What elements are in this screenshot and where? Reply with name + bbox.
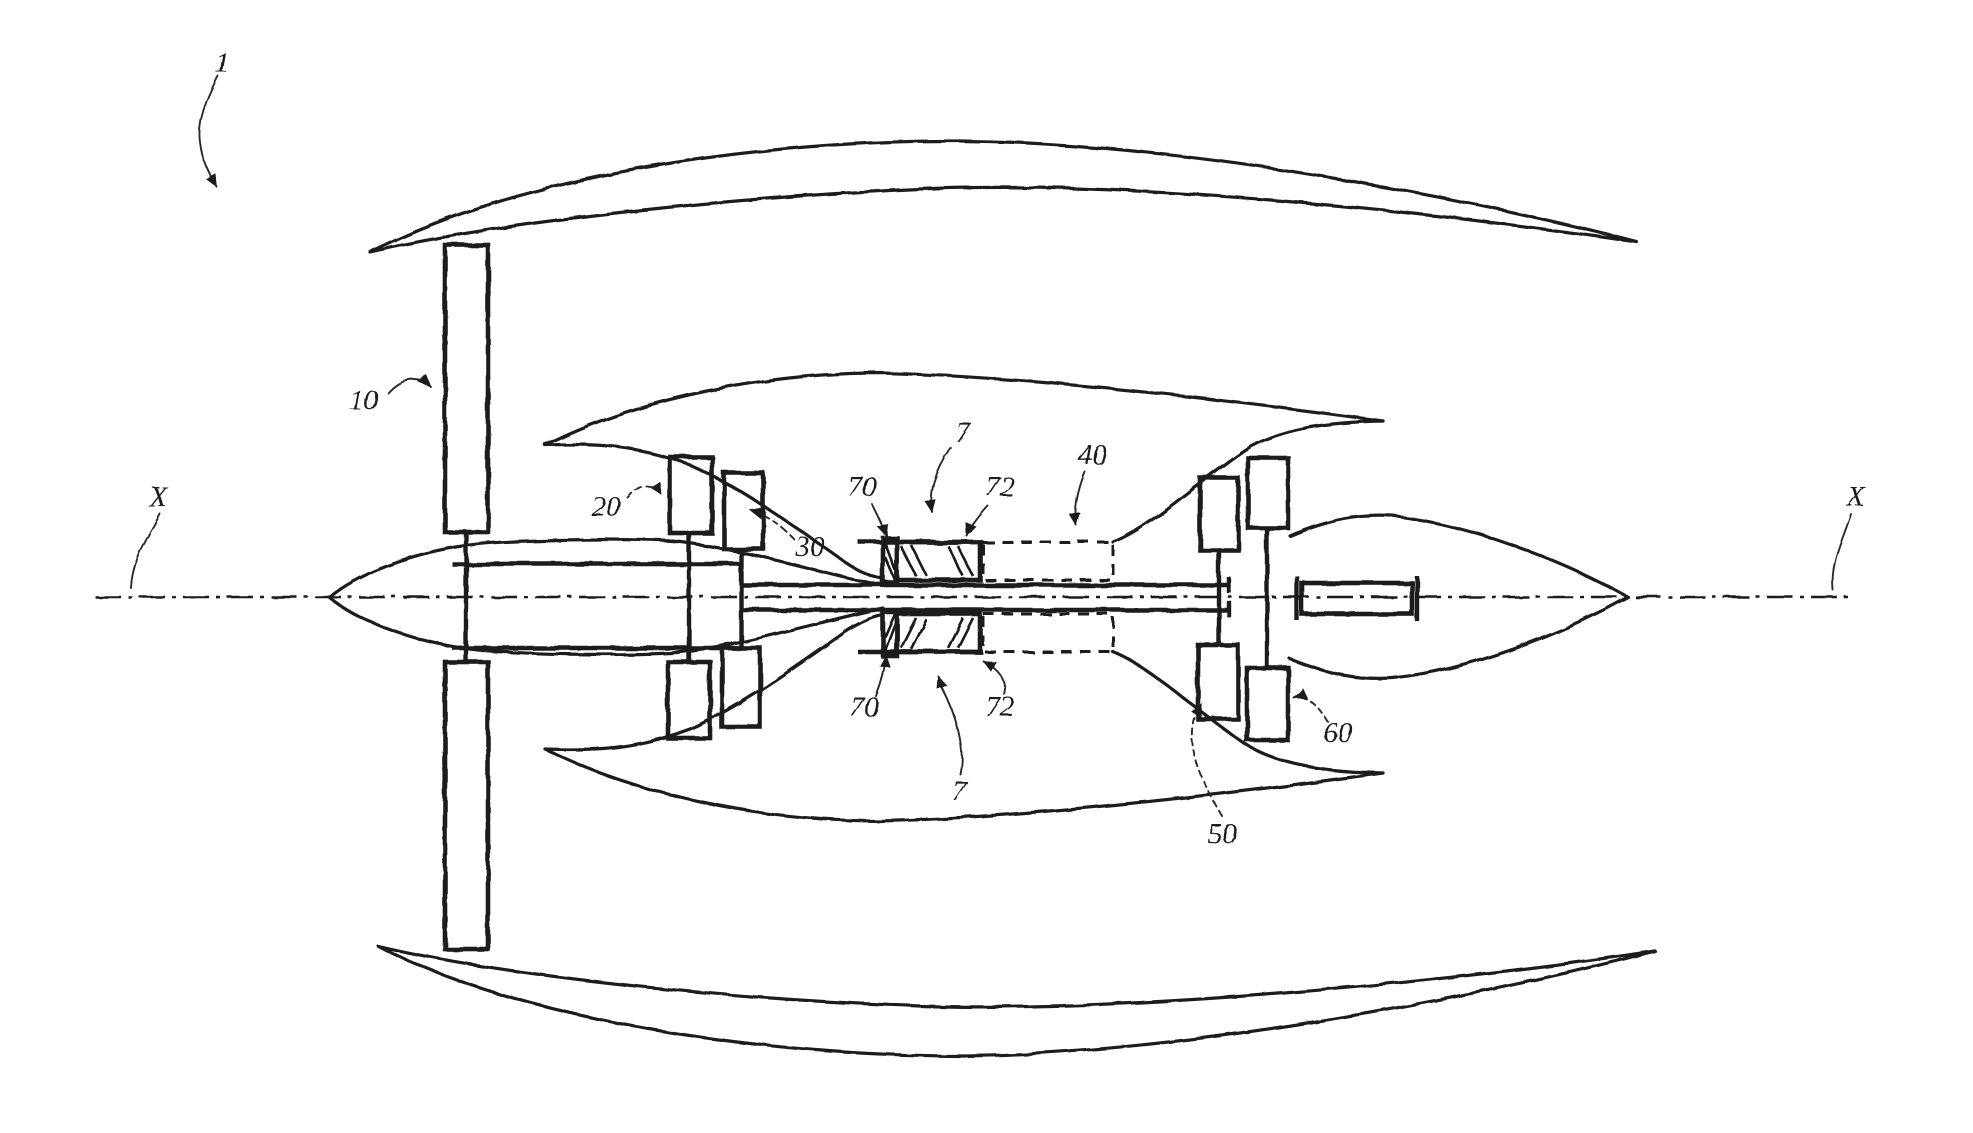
label-70-bottom: 70 [850, 691, 880, 723]
leader-50 [1190, 703, 1223, 817]
gear-hatching [883, 542, 975, 652]
label-7-bottom: 7 [952, 775, 968, 807]
leader-40 [1068, 471, 1086, 526]
combustor-dashed-box-upper [981, 540, 1115, 582]
leader-7-bottom [936, 675, 963, 775]
leader-20 [627, 480, 662, 499]
leader-72-top [965, 505, 989, 537]
label-72-bottom: 72 [986, 691, 1015, 723]
label-x-left: X [148, 481, 168, 513]
nose-spinner [327, 537, 885, 657]
outer-nacelle-lower [376, 944, 1657, 1058]
leader-60 [1293, 688, 1329, 723]
radial-drive-bar-upper [880, 535, 900, 585]
label-40: 40 [1078, 439, 1108, 471]
leader-72-bottom [982, 660, 1006, 695]
label-60: 60 [1324, 717, 1354, 749]
label-10: 10 [350, 385, 380, 417]
fan-blade-upper [442, 242, 491, 535]
turbine-stage-50-upper [1197, 475, 1241, 553]
inner-cowl-lower-rear-inner [1111, 650, 1385, 775]
fan-blade-lower [442, 659, 491, 952]
label-x-right: X [1846, 481, 1866, 513]
leader-lines [130, 75, 1852, 817]
label-72-top: 72 [986, 471, 1015, 503]
label-70-top: 70 [848, 471, 878, 503]
exhaust-tail-cone [1288, 514, 1630, 680]
inner-cowl-upper-surface [543, 371, 1385, 447]
leader-x-left [130, 513, 161, 589]
label-1: 1 [215, 47, 230, 79]
leader-70-bottom [875, 654, 891, 697]
leader-30 [749, 507, 795, 540]
combustor-dashed-box-lower [981, 612, 1115, 654]
leader-x-right [1831, 513, 1852, 591]
leader-70-top [871, 503, 889, 538]
leader-10 [387, 373, 431, 394]
turbine-stage-60-lower [1244, 665, 1291, 743]
inner-cowl-lower-front-inner [543, 613, 885, 752]
outer-nacelle-upper [368, 139, 1639, 254]
label-30: 30 [795, 531, 826, 563]
label-20: 20 [592, 491, 622, 523]
label-50: 50 [1208, 818, 1238, 850]
turbine-stage-50-lower [1195, 642, 1241, 722]
turbine-stage-60-upper [1245, 455, 1291, 531]
inner-cowl-lower-surface [543, 747, 1385, 823]
aft-shaft-coupling [1299, 580, 1415, 617]
compressor-stage-30-lower [719, 645, 763, 730]
leader-7-top [924, 447, 952, 513]
leader-1 [198, 75, 219, 187]
compressor-stage-20-upper [667, 454, 715, 536]
compressor-stage-20-lower [665, 659, 713, 741]
inner-cowl-upper-rear-inner [1111, 419, 1385, 544]
inner-cowl-upper-front-inner [543, 442, 885, 581]
reference-numerals: 1 X X 10 20 30 70 7 72 40 70 7 72 50 60 [148, 47, 1866, 850]
label-7-top: 7 [956, 417, 972, 449]
